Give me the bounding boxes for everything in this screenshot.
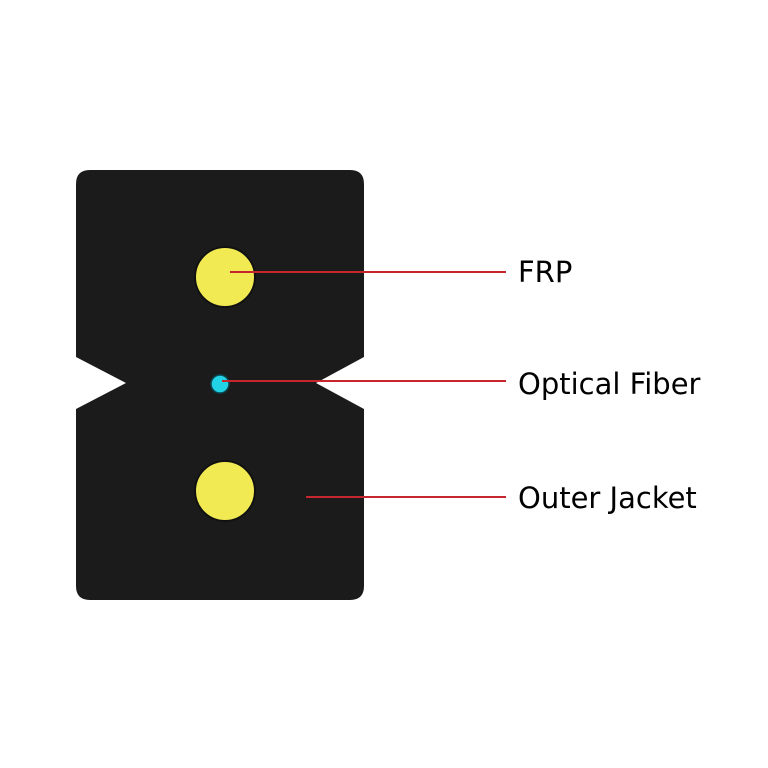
- frp-label: FRP: [518, 255, 572, 289]
- optical-fiber-label: Optical Fiber: [518, 367, 701, 401]
- optical-fiber-core: [210, 374, 230, 394]
- frp-member-top: [194, 246, 256, 308]
- outer-jacket-label: Outer Jacket: [518, 481, 697, 515]
- frp-member-bottom: [194, 460, 256, 522]
